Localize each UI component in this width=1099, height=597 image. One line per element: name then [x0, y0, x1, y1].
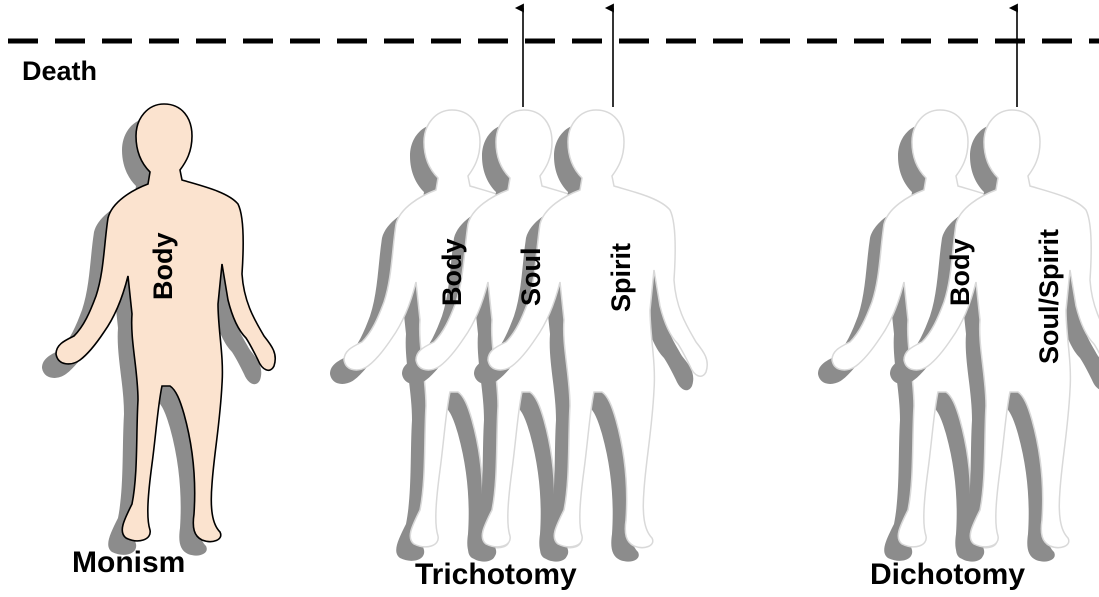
- monism-body-label: Body: [148, 233, 178, 301]
- dichotomy-caption: Dichotomy: [870, 558, 1025, 591]
- death-label: Death: [22, 56, 97, 86]
- dichotomy-soulspirit-label: Soul/Spirit: [1034, 229, 1064, 364]
- dichotomy-body-label: Body: [945, 239, 975, 307]
- trichotomy-caption: Trichotomy: [415, 558, 577, 591]
- trichotomy-spirit-label: Spirit: [606, 243, 636, 312]
- monism-body-silhouette: [56, 104, 275, 542]
- trichotomy-soul-label: Soul: [516, 248, 546, 307]
- monism-caption: Monism: [72, 546, 185, 579]
- trichotomy-figure: Body Soul Spirit Trichotomy: [330, 8, 707, 591]
- dichotomy-figure: Body Soul/Spirit Dichotomy: [818, 8, 1099, 591]
- monism-figure: Body Monism: [42, 104, 275, 579]
- trichotomy-body-label: Body: [437, 239, 467, 307]
